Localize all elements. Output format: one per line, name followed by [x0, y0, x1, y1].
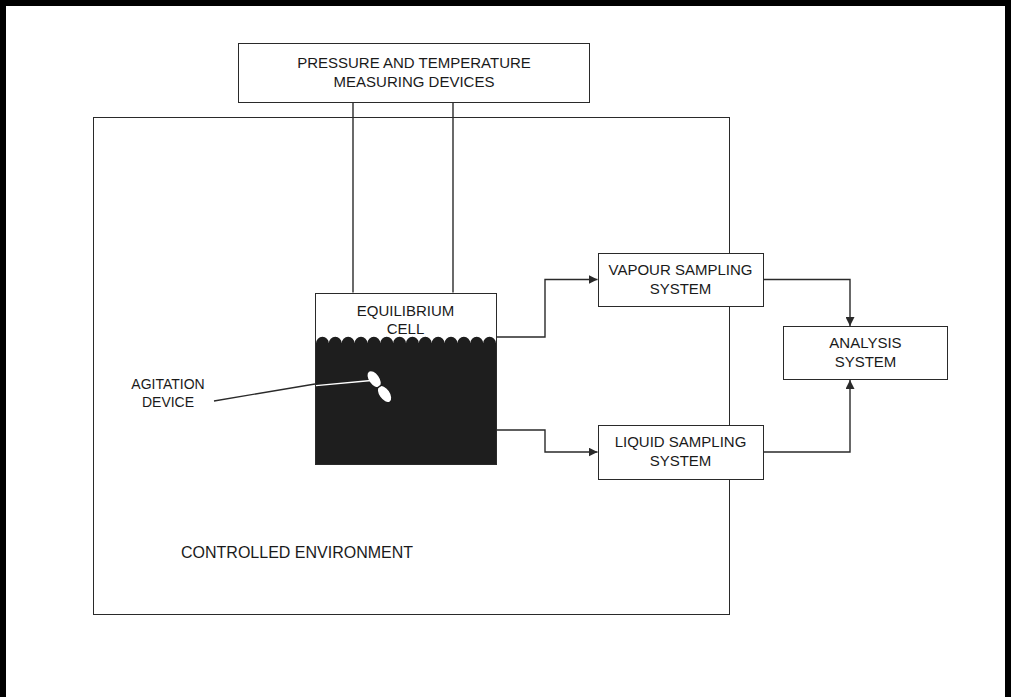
- connector: [497, 280, 598, 338]
- agitation-device: [364, 368, 395, 405]
- leader-line: [316, 380, 371, 385]
- part-label: AGITATION DEVICE: [118, 376, 218, 411]
- device-box: PRESSURE AND TEMPERATURE MEASURING DEVIC…: [238, 43, 590, 103]
- node-text: LIQUID SAMPLING SYSTEM: [606, 433, 756, 471]
- node-text: CONTROLLED ENVIRONMENT: [181, 543, 413, 563]
- process-box: ANALYSIS SYSTEM: [783, 326, 948, 380]
- equilibrium-cell: EQUILIBRIUM CELL: [315, 293, 497, 465]
- leader-line: [214, 384, 315, 401]
- process-box: VAPOUR SAMPLING SYSTEM: [598, 253, 764, 307]
- node-text: EQUILIBRIUM CELL: [341, 302, 471, 340]
- node-text: PRESSURE AND TEMPERATURE MEASURING DEVIC…: [283, 54, 545, 92]
- process-box: LIQUID SAMPLING SYSTEM: [598, 425, 764, 480]
- liquid: [316, 336, 496, 463]
- connector: [764, 380, 851, 452]
- connector: [497, 430, 598, 452]
- node-text: VAPOUR SAMPLING SYSTEM: [606, 261, 756, 299]
- environment-region: CONTROLLED ENVIRONMENTEQUILIBRIUM CELLVA…: [93, 117, 730, 615]
- liquid-illustration: [316, 294, 496, 464]
- connector: [352, 103, 353, 293]
- connector: [764, 280, 851, 327]
- node-text: ANALYSIS SYSTEM: [806, 334, 926, 372]
- image-frame: [3, 3, 1008, 697]
- connector: [452, 103, 453, 293]
